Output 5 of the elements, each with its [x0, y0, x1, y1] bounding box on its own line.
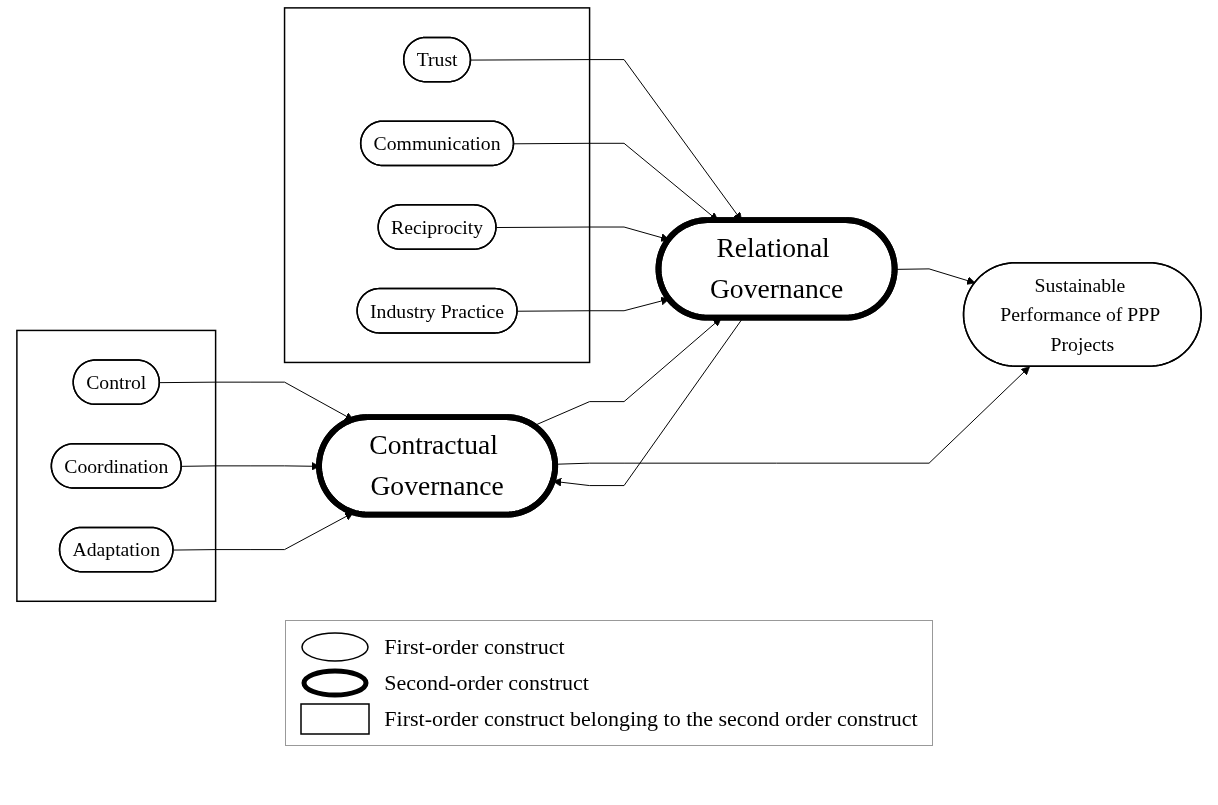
legend-text: First-order construct [384, 634, 565, 660]
legend-text: First-order construct belonging to the second order construct [384, 706, 918, 732]
cluster [16, 330, 217, 603]
cluster [283, 7, 591, 364]
legend-text: Second-order construct [384, 670, 589, 696]
